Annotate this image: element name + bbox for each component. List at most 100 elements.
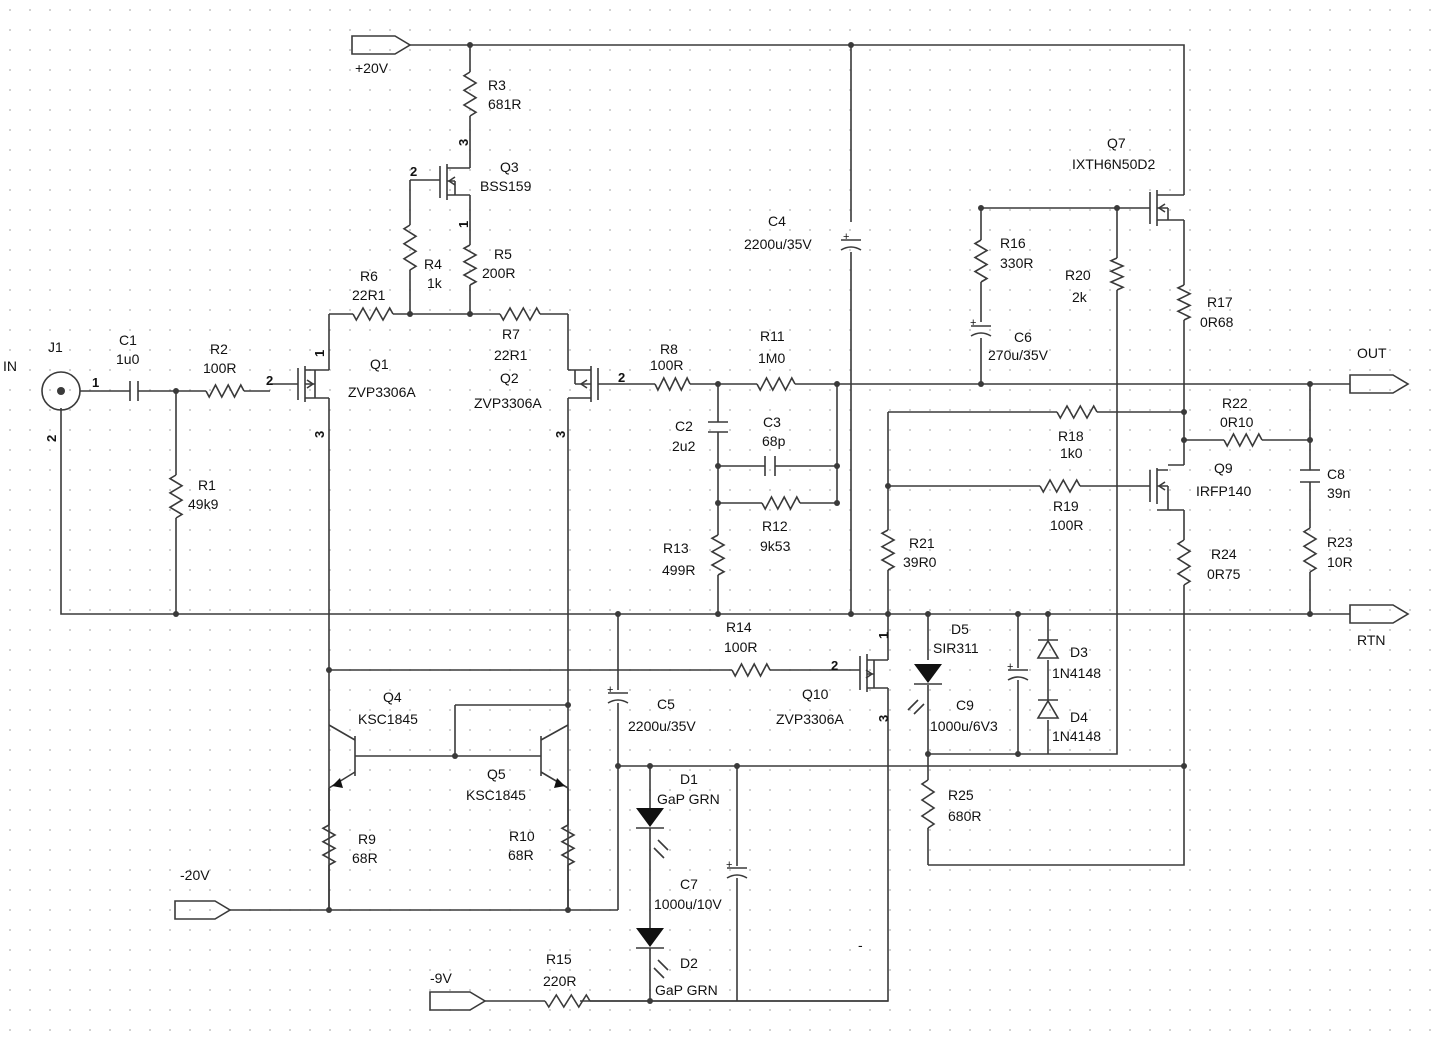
label-r14-ref: R14: [726, 619, 752, 635]
label-d1-val: GaP GRN: [657, 791, 720, 807]
label-d4-val: 1N4148: [1052, 728, 1101, 744]
resistor-r22: [1223, 432, 1263, 448]
svg-text:2: 2: [44, 435, 59, 442]
junction-dot: [1114, 205, 1120, 211]
label-q9-val: IRFP140: [1196, 483, 1251, 499]
label-r4-ref: R4: [424, 256, 442, 272]
label-r25-ref: R25: [948, 787, 974, 803]
label-r13-val: 499R: [662, 562, 695, 578]
diodes: [636, 639, 1060, 979]
junction-dot: [885, 483, 891, 489]
label-r15-val: 220R: [543, 973, 576, 989]
junction-dot: [834, 463, 840, 469]
resistor-r11: [756, 376, 796, 392]
junction-dot: [326, 907, 332, 913]
resistor-r12: [761, 495, 801, 511]
label-r5-ref: R5: [494, 246, 512, 262]
label-r25-val: 680R: [948, 808, 981, 824]
junction-dot: [1181, 409, 1187, 415]
svg-text:3: 3: [553, 431, 568, 438]
svg-text:+20V: +20V: [355, 60, 389, 76]
junction-dot: [565, 702, 571, 708]
resistor-r20: [1109, 257, 1125, 291]
svg-text:2: 2: [618, 370, 625, 385]
label-r21-val: 39R0: [903, 554, 937, 570]
label-c3-val: 68p: [762, 433, 786, 449]
label-c1-val: 1u0: [116, 351, 140, 367]
label-c4-val: 2200u/35V: [744, 236, 812, 252]
junction-dot: [615, 611, 621, 617]
label-c8-val: 39n: [1327, 485, 1350, 501]
label-d4-ref: D4: [1070, 709, 1088, 725]
label-c6-val: 270u/35V: [988, 347, 1049, 363]
svg-text:1: 1: [456, 221, 471, 228]
svg-text:+: +: [970, 317, 976, 329]
junction-dot: [715, 500, 721, 506]
label-r12-val: 9k53: [760, 538, 791, 554]
svg-text:3: 3: [876, 715, 891, 722]
resistor-r9: [321, 824, 337, 866]
junction-dot: [407, 311, 413, 317]
label-r17-ref: R17: [1207, 294, 1233, 310]
label-r23-ref: R23: [1327, 534, 1353, 550]
label-c4-ref: C4: [768, 213, 786, 229]
junction-dot: [978, 381, 984, 387]
label-c1-ref: C1: [119, 332, 137, 348]
resistor-r21: [880, 529, 896, 571]
label-q4-val: KSC1845: [358, 711, 418, 727]
junction-dot: [1045, 611, 1051, 617]
label-q1-val: ZVP3306A: [348, 384, 416, 400]
label-r7-val: 22R1: [494, 347, 528, 363]
label-d2-val: GaP GRN: [655, 982, 718, 998]
junction-dot: [848, 42, 854, 48]
label-q10-ref: Q10: [802, 686, 829, 702]
label-r1-ref: R1: [198, 477, 216, 493]
label-r20-val: 2k: [1072, 289, 1088, 305]
label-r9-val: 68R: [352, 850, 378, 866]
label-r10-val: 68R: [508, 847, 534, 863]
svg-text:1: 1: [876, 632, 891, 639]
label-c2-ref: C2: [675, 418, 693, 434]
junction-dot: [715, 463, 721, 469]
svg-text:3: 3: [456, 139, 471, 146]
label-c5-ref: C5: [657, 696, 675, 712]
label-q5-val: KSC1845: [466, 787, 526, 803]
junction-dot: [452, 753, 458, 759]
junction-dot: [848, 611, 854, 617]
junction-dot: [885, 611, 891, 617]
resistor-r15: [544, 993, 591, 1009]
wires: [60, 44, 1350, 1002]
port-vpos20: +20V: [351, 35, 412, 76]
label-c7-ref: C7: [680, 876, 698, 892]
label-q3-ref: Q3: [500, 159, 519, 175]
resistor-r10: [560, 824, 576, 866]
junction-dot: [173, 611, 179, 617]
junction-dot: [1307, 437, 1313, 443]
label-d2-ref: D2: [680, 955, 698, 971]
label-r18-val: 1k0: [1060, 445, 1083, 461]
svg-text:+: +: [843, 231, 849, 243]
label-c9-ref: C9: [956, 697, 974, 713]
junction-dot: [647, 998, 653, 1004]
label-c3-ref: C3: [763, 414, 781, 430]
label-c5-val: 2200u/35V: [628, 718, 696, 734]
label-q9-ref: Q9: [1214, 460, 1233, 476]
capacitors: + + + + +: [129, 231, 1320, 879]
resistor-r1: [168, 474, 184, 519]
svg-text:IN: IN: [3, 358, 17, 374]
junction-dot: [467, 42, 473, 48]
junction-dot: [615, 763, 621, 769]
label-q2-ref: Q2: [500, 370, 519, 386]
label-c6-ref: C6: [1014, 329, 1032, 345]
label-r1-val: 49k9: [188, 496, 219, 512]
resistors: [168, 71, 1318, 1009]
label-r6-ref: R6: [360, 268, 378, 284]
resistor-r7: [499, 306, 541, 322]
label-q2-val: ZVP3306A: [474, 395, 542, 411]
label-c8-ref: C8: [1327, 466, 1345, 482]
label-d3-val: 1N4148: [1052, 665, 1101, 681]
resistor-r2: [205, 383, 245, 399]
junction-dot: [1181, 437, 1187, 443]
junction-dot: [715, 611, 721, 617]
